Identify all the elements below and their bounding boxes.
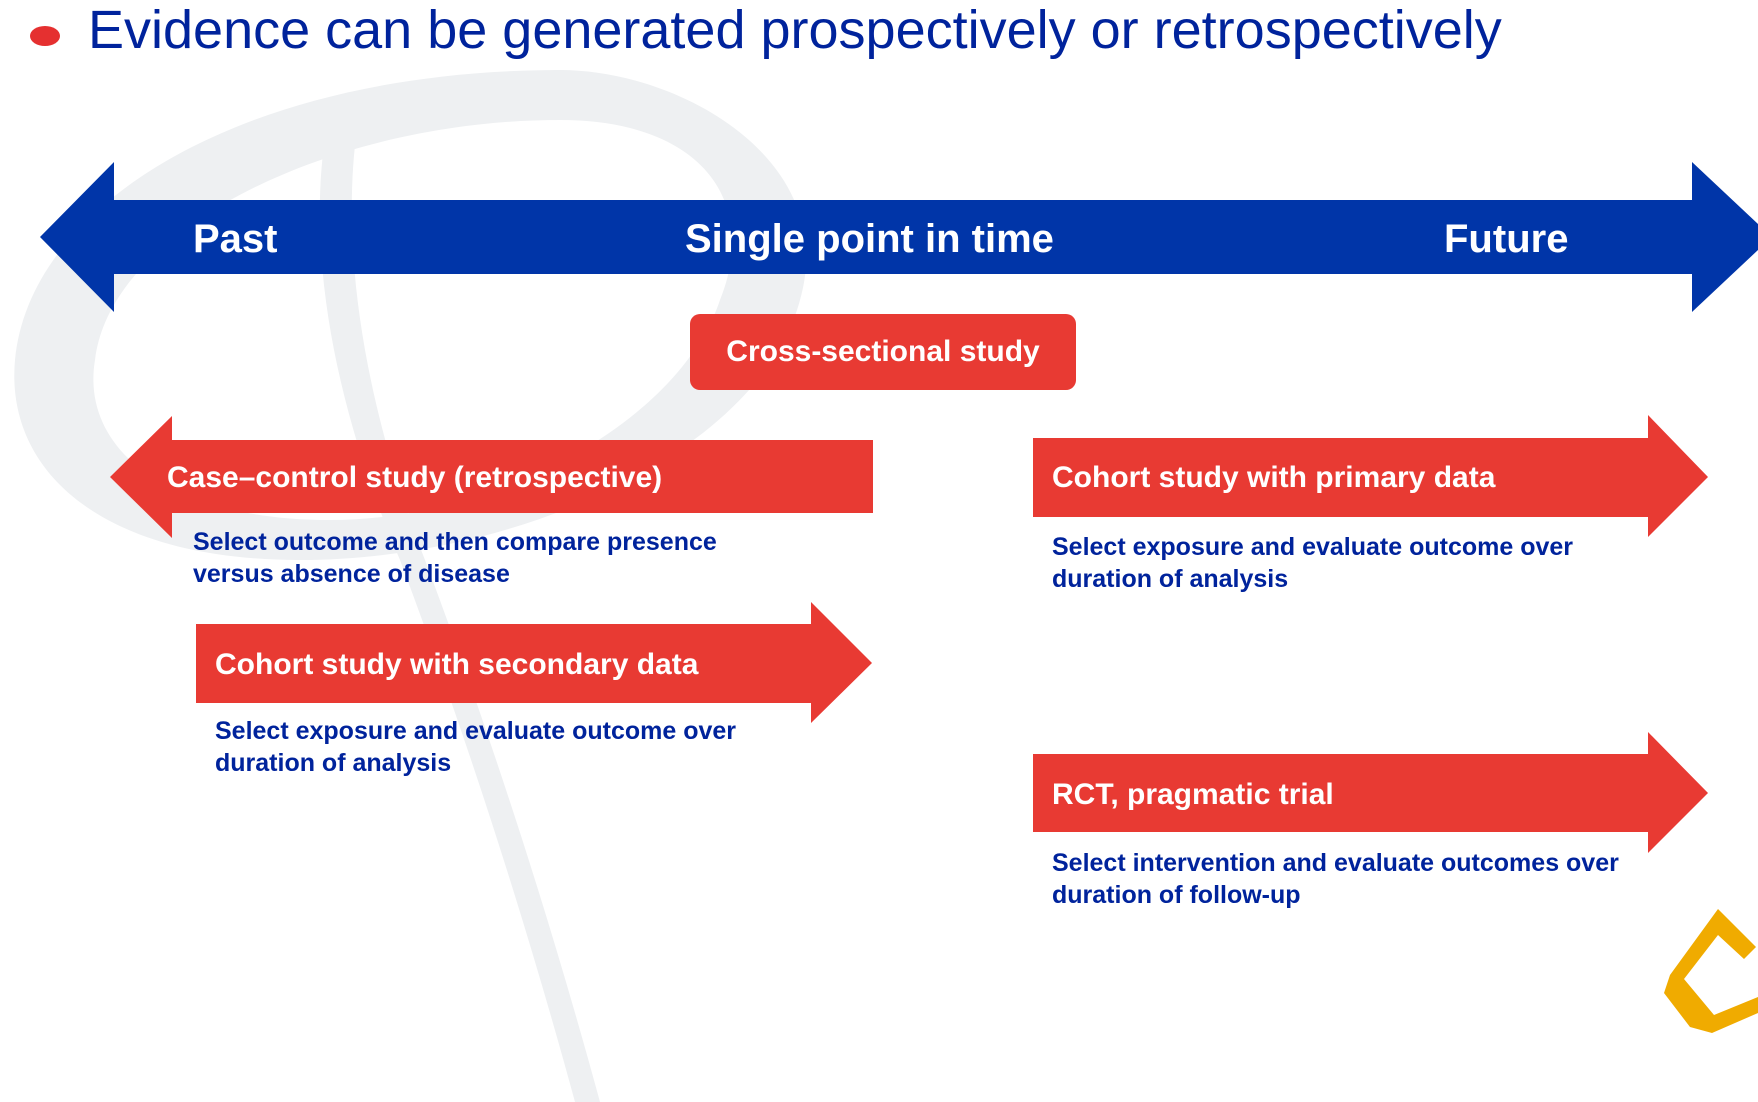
cohort-primary-label: Cohort study with primary data bbox=[1052, 461, 1496, 494]
rct-label: RCT, pragmatic trial bbox=[1052, 778, 1334, 811]
cohort-secondary-arrow bbox=[196, 602, 872, 723]
timeline-present-label: Single point in time bbox=[685, 217, 1054, 261]
cross-sectional-label: Cross-sectional study bbox=[726, 335, 1040, 368]
timeline-past-label: Past bbox=[193, 217, 278, 261]
cohort-secondary-label: Cohort study with secondary data bbox=[215, 648, 699, 681]
timeline-arrow bbox=[40, 162, 1758, 312]
cohort-secondary-description: Select exposure and evaluate outcome ove… bbox=[215, 717, 737, 777]
cohort-primary-description: Select exposure and evaluate outcome ove… bbox=[1052, 533, 1574, 593]
heading-bullet bbox=[30, 26, 60, 46]
company-logo bbox=[1664, 909, 1758, 1033]
cross-sectional-box: Cross-sectional study bbox=[690, 314, 1076, 390]
rct-arrow bbox=[1033, 732, 1708, 853]
case-control-arrow bbox=[110, 416, 873, 538]
case-control-description: Select outcome and then compare presence… bbox=[193, 528, 717, 588]
slide-heading: Evidence can be generated prospectively … bbox=[88, 0, 1502, 60]
cohort-primary-arrow bbox=[1033, 415, 1708, 537]
rct-description: Select intervention and evaluate outcome… bbox=[1052, 849, 1619, 909]
case-control-label: Case–control study (retrospective) bbox=[167, 461, 663, 494]
timeline-future-label: Future bbox=[1444, 217, 1569, 261]
